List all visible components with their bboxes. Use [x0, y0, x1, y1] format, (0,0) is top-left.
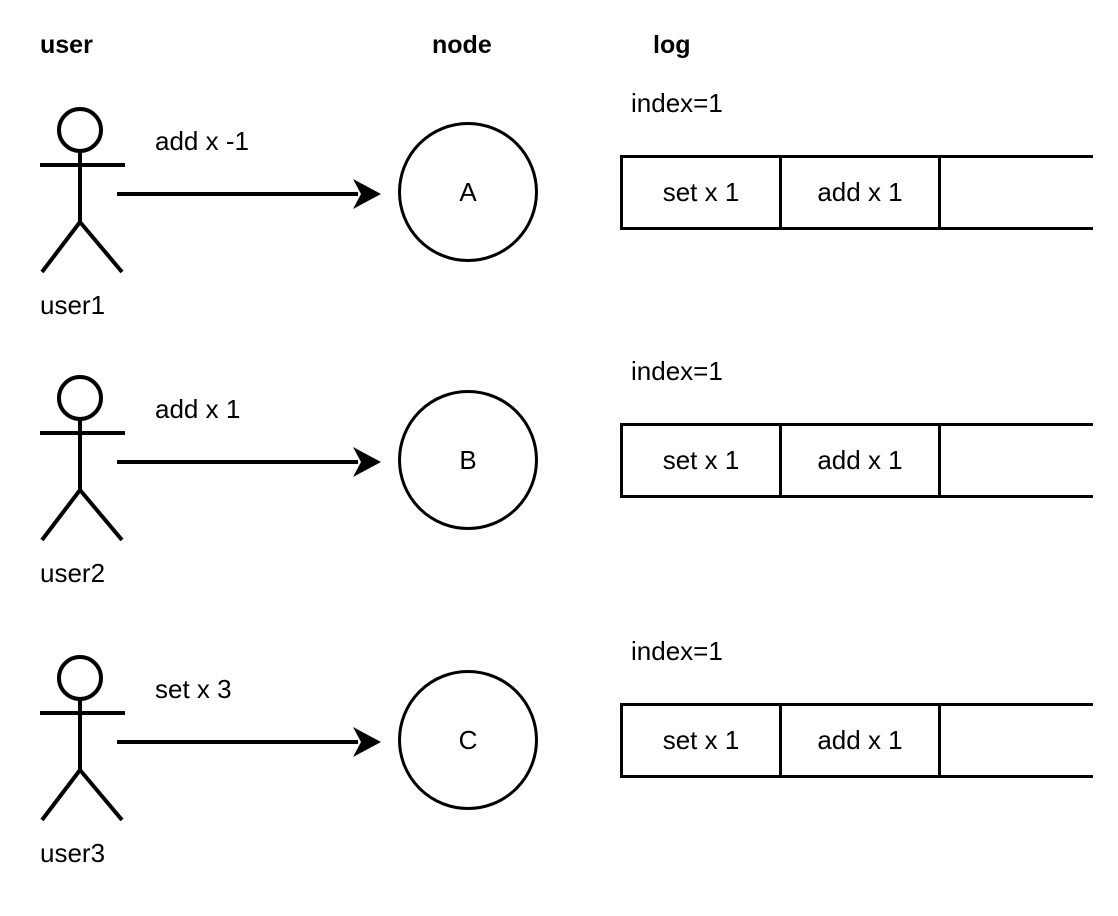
right-arrow-icon [115, 175, 385, 215]
log-table: set x 1 add x 1 [620, 155, 1096, 230]
node-circle: C [398, 670, 538, 810]
message-label: add x -1 [155, 126, 249, 156]
log-entry-cell-empty [941, 158, 1096, 227]
node-circle: B [398, 390, 538, 530]
actor-label: user3 [40, 838, 106, 868]
log-table: set x 1 add x 1 [620, 423, 1096, 498]
log-entry-cell-empty [941, 426, 1096, 495]
diagram-row: user3 set x 3 C index=1 set x 1 add x 1 [0, 548, 1118, 866]
message-label: set x 3 [155, 674, 232, 704]
node-label: B [459, 445, 477, 475]
right-arrow-icon [115, 443, 385, 483]
log-entry-cell: set x 1 [623, 158, 782, 227]
actor-label: user1 [40, 290, 106, 320]
message-label: add x 1 [155, 394, 241, 424]
node-label: C [458, 725, 478, 755]
column-heading-node: node [432, 31, 492, 59]
node-label: A [459, 177, 477, 207]
log-table: set x 1 add x 1 [620, 703, 1096, 778]
log-entry-cell: add x 1 [782, 158, 941, 227]
log-entry-cell: add x 1 [782, 426, 941, 495]
actor-label: user2 [40, 558, 106, 588]
log-entry-cell-empty [941, 706, 1096, 775]
stick-figure-icon [30, 643, 150, 828]
log-entry-cell: add x 1 [782, 706, 941, 775]
log-index-label: index=1 [631, 88, 723, 118]
diagram-row: user2 add x 1 B index=1 set x 1 add x 1 [0, 268, 1118, 586]
node-circle: A [398, 122, 538, 262]
diagram-row: user1 add x -1 A index=1 set x 1 add x 1 [0, 0, 1118, 318]
stick-figure-icon [30, 95, 150, 280]
stick-figure-icon [30, 363, 150, 548]
column-heading-user: user [40, 31, 93, 59]
log-entry-cell: set x 1 [623, 706, 782, 775]
log-index-label: index=1 [631, 636, 723, 666]
column-heading-log: log [653, 31, 691, 59]
right-arrow-icon [115, 723, 385, 763]
log-index-label: index=1 [631, 356, 723, 386]
log-entry-cell: set x 1 [623, 426, 782, 495]
